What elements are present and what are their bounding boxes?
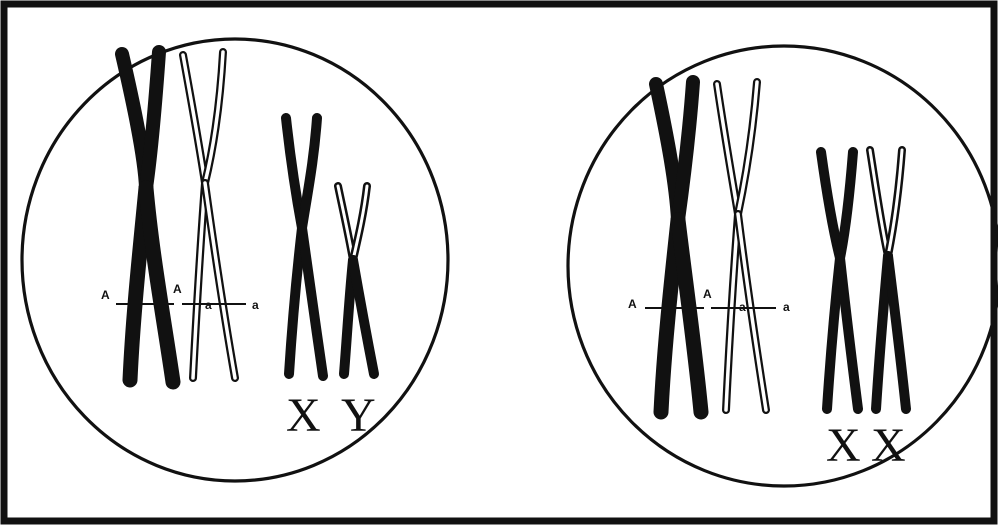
cell-left-sex-label-x: X bbox=[286, 389, 321, 442]
cell-right-sex-label-x1: X bbox=[826, 419, 861, 472]
cell-left-allele-label-3: a bbox=[205, 298, 212, 312]
cell-right-allele-label-1: A bbox=[628, 297, 637, 311]
cell-right-allele-label-4: a bbox=[783, 300, 790, 314]
cell-right-allele-label-3: a bbox=[739, 300, 746, 314]
cell-left-allele-label-2: A bbox=[173, 282, 182, 296]
cell-left-allele-label-4: a bbox=[252, 298, 259, 312]
cell-right-allele-label-2: A bbox=[703, 287, 712, 301]
cell-left-allele-label-1: A bbox=[101, 288, 110, 302]
cell-left-sex-label-y: Y bbox=[341, 389, 376, 442]
cell-right-sex-label-x2: X bbox=[871, 419, 906, 472]
